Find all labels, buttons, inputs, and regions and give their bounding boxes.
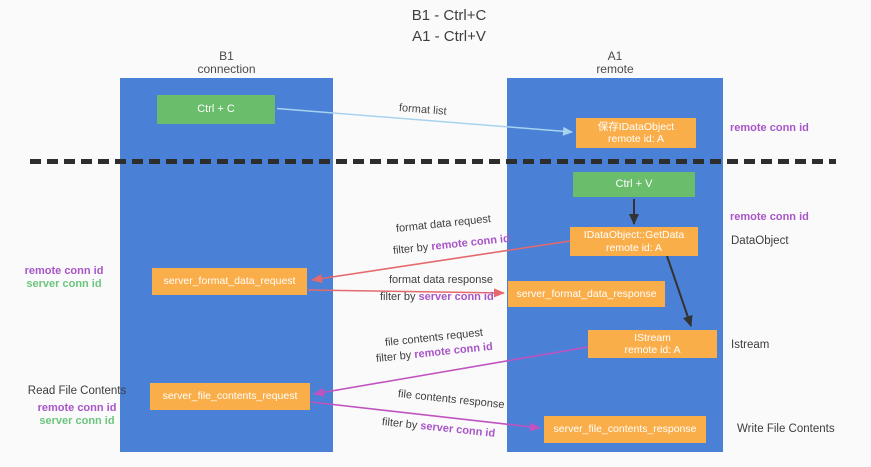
node-save-idataobject-line2: remote id: A <box>607 133 665 145</box>
node-istream-line1: IStream <box>634 331 671 344</box>
node-istream-line2: remote id: A <box>624 344 681 356</box>
arrow-file-contents-request <box>313 346 589 397</box>
node-ctrl-v-label: Ctrl + V <box>615 178 653 190</box>
node-server-file-contents-response: server_file_contents_response <box>544 416 706 443</box>
label-remote-conn-id-left-top: remote conn id <box>24 265 104 277</box>
label-remote-conn-id-right-top: remote conn id <box>730 122 809 134</box>
node-getdata-line1: IDataObject::GetData <box>583 229 685 241</box>
lifeline-a1-name: A1 <box>607 49 623 63</box>
title-line-1: B1 - Ctrl+C <box>411 7 487 24</box>
node-getdata-line2: remote id: A <box>605 241 663 254</box>
node-format-request-label: server_format_data_request <box>163 275 296 288</box>
lifeline-a1-role: remote <box>596 62 634 76</box>
arrow-getdata-istream <box>666 255 693 327</box>
node-save-idataobject-line1: 保存IDataObject <box>597 120 675 133</box>
label-server-conn-id-left-bottom: server conn id <box>39 415 115 427</box>
arrow-file-contents-response <box>310 401 541 432</box>
label-remote-conn-id-left-bottom: remote conn id <box>37 402 117 414</box>
lifeline-b1-role: connection <box>197 62 256 76</box>
label-dataobject: DataObject <box>731 235 789 247</box>
node-file-response-label: server_file_contents_response <box>553 423 697 436</box>
arrow-format-data-response <box>307 288 505 298</box>
label-write-file-contents: Write File Contents <box>737 423 835 435</box>
lifeline-header-b1: B1 connection <box>120 50 333 76</box>
node-format-response-label: server_format_data_response <box>516 287 657 300</box>
node-ctrl-c-label: Ctrl + C <box>197 103 235 115</box>
label-group-read-file-contents: Read File Contents remote conn id server… <box>22 385 132 428</box>
node-file-request-label: server_file_contents_request <box>162 390 298 403</box>
arrow-format-data-request <box>311 240 571 283</box>
label-remote-conn-id-right-mid: remote conn id <box>730 211 809 223</box>
node-ctrl-c: Ctrl + C <box>157 95 275 124</box>
node-server-format-data-response: server_format_data_response <box>508 281 665 307</box>
title-line-2: A1 - Ctrl+V <box>412 28 486 45</box>
node-idataobject-getdata: IDataObject::GetData remote id: A <box>570 227 698 256</box>
label-group-conn-ids-top-left: remote conn id server conn id <box>9 265 119 291</box>
node-server-format-data-request: server_format_data_request <box>152 268 307 295</box>
page-title: B1 - Ctrl+C A1 - Ctrl+V <box>349 5 549 47</box>
label-format-data-response: format data response <box>389 274 493 286</box>
label-filter-server-conn-id-format: filter by server conn id <box>380 291 494 303</box>
label-read-file-contents: Read File Contents <box>27 385 127 397</box>
node-ctrl-v: Ctrl + V <box>573 172 695 197</box>
node-save-idataobject: 保存IDataObject remote id: A <box>576 118 696 148</box>
lifeline-header-a1: A1 remote <box>507 50 723 76</box>
label-istream: Istream <box>731 339 770 351</box>
node-server-file-contents-request: server_file_contents_request <box>150 383 310 410</box>
node-istream: IStream remote id: A <box>588 330 717 358</box>
filter-by-text: filter by <box>380 291 419 303</box>
server-conn-id-text: server conn id <box>418 291 494 303</box>
arrow-format-list <box>276 107 573 136</box>
lifeline-b1-name: B1 <box>219 49 234 63</box>
label-server-conn-id-left-top: server conn id <box>26 278 102 290</box>
